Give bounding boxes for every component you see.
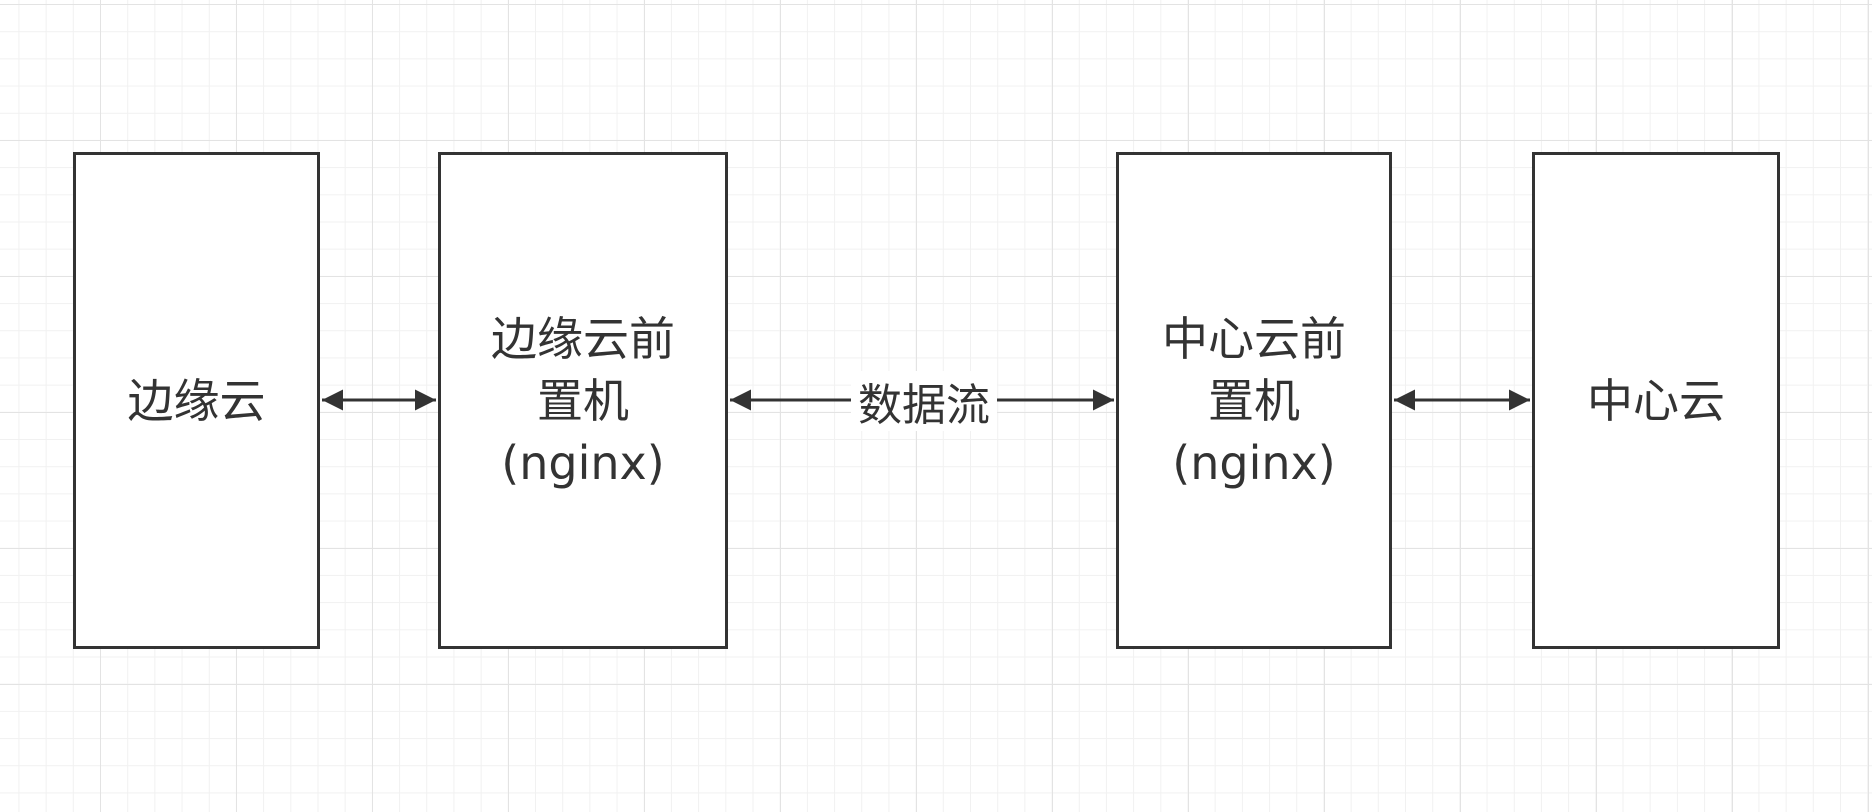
node-center-proxy[interactable]: 中心云前 置机 (nginx) [1116,152,1392,649]
node-edge-cloud[interactable]: 边缘云 [73,152,320,649]
node-edge-proxy[interactable]: 边缘云前 置机 (nginx) [438,152,728,649]
edge-label-data-flow: 数据流 [851,371,997,431]
node-center-cloud[interactable]: 中心云 [1532,152,1780,649]
